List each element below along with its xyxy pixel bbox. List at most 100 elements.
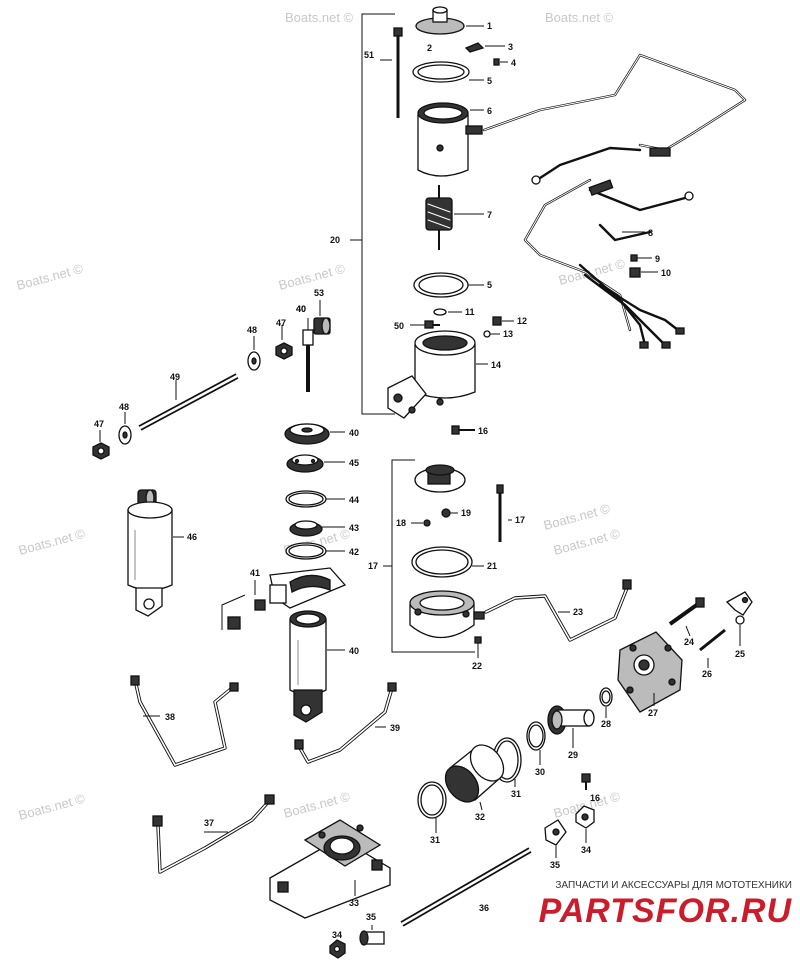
- callout-51: 51: [364, 50, 374, 60]
- part-49-pivot-pin: [138, 373, 239, 431]
- callout-29: 29: [568, 750, 578, 760]
- part-53-bushing: [313, 300, 331, 335]
- part-17-pump-body: [409, 590, 485, 638]
- callout-37: 37: [204, 818, 214, 828]
- part-5-o-ring: [412, 61, 484, 83]
- callout-11: 11: [465, 307, 475, 317]
- watermark: Boats.net ©: [542, 501, 612, 533]
- callout-49: 49: [170, 372, 180, 382]
- part-31b-o-ring: [417, 781, 447, 833]
- callout-39: 39: [390, 723, 400, 733]
- callout-34: 34: [581, 845, 591, 855]
- callout-46: 46: [187, 532, 197, 542]
- part-35b-bushing: [359, 925, 385, 946]
- callout-35b: 35: [366, 912, 376, 922]
- watermark: Boats.net ©: [17, 791, 87, 823]
- callout-34b: 34: [332, 930, 342, 940]
- part-40b-piston: [284, 423, 345, 445]
- callout-21: 21: [487, 561, 497, 571]
- part-29-fitting: [547, 705, 595, 748]
- part-17-pump-top: [414, 464, 466, 493]
- callout-36: 36: [479, 903, 489, 913]
- callout-6: 6: [487, 106, 492, 116]
- part-17-spring: [496, 484, 512, 542]
- callout-4: 4: [511, 58, 516, 68]
- callout-40d: 40: [296, 304, 306, 314]
- callout-31: 31: [511, 789, 521, 799]
- callout-3: 3: [508, 42, 513, 52]
- callout-31b: 31: [430, 835, 440, 845]
- callout-12: 12: [517, 316, 527, 326]
- part-13-ring: [483, 330, 500, 338]
- callout-22: 22: [472, 661, 482, 671]
- callout-13: 13: [503, 329, 513, 339]
- callout-1: 1: [487, 21, 492, 31]
- part-39-tube: [294, 682, 397, 764]
- part-42-o-ring: [285, 542, 345, 560]
- callout-labels: 1 2 3 4 5 6 7 8 9 10 5 11 12 13 14 16 17…: [94, 21, 745, 940]
- part-48-washer: [247, 336, 261, 371]
- callout-30: 30: [535, 767, 545, 777]
- part-51-rod: [380, 27, 403, 118]
- callout-10: 10: [661, 268, 671, 278]
- part-48b-washer: [118, 412, 132, 445]
- part-27-manifold: [617, 631, 683, 713]
- part-14-end-housing: [387, 330, 488, 419]
- part-40c-lower-cylinder: [289, 610, 345, 723]
- watermark: Boats.net ©: [557, 256, 627, 288]
- callout-42: 42: [349, 547, 359, 557]
- part-45-piston-head: [286, 454, 345, 473]
- callout-8: 8: [648, 228, 653, 238]
- part-47b-nut: [92, 430, 110, 460]
- callout-26: 26: [702, 669, 712, 679]
- callout-18: 18: [396, 518, 406, 528]
- part-34b-nut: [329, 939, 346, 959]
- callout-17: 17: [515, 515, 525, 525]
- part-6-motor-frame: [417, 102, 484, 177]
- callout-14: 14: [491, 360, 501, 370]
- part-24-bolt: [668, 597, 705, 637]
- part-5b-o-ring: [413, 272, 484, 298]
- part-19-ball: [441, 508, 458, 518]
- watermark: Boats.net ©: [277, 261, 347, 293]
- callout-32: 32: [475, 812, 485, 822]
- part-43-seal: [289, 520, 345, 537]
- watermark: Boats.net ©: [17, 526, 87, 558]
- part-16b-screw: [581, 773, 591, 790]
- callout-50: 50: [394, 321, 404, 331]
- part-1-end-cap: [415, 6, 484, 35]
- watermark: Boats.net ©: [552, 526, 622, 558]
- group-bracket-17: [383, 459, 475, 653]
- callout-5b: 5: [487, 280, 492, 290]
- callout-7: 7: [487, 210, 492, 220]
- watermark: Boats.net ©: [545, 10, 614, 25]
- group-bracket-20: [350, 13, 395, 415]
- callout-2: 2: [427, 43, 432, 53]
- callout-45: 45: [349, 458, 359, 468]
- part-10-clamp: [629, 267, 658, 278]
- part-22-screw: [474, 636, 482, 658]
- part-40-rod-eye: [302, 318, 314, 392]
- callout-16b: 16: [590, 793, 600, 803]
- part-7-armature: [425, 185, 484, 250]
- callout-33: 33: [349, 898, 359, 908]
- callout-23: 23: [573, 607, 583, 617]
- callout-40b: 40: [349, 428, 359, 438]
- part-9-screw: [630, 254, 652, 262]
- callout-48b: 48: [119, 402, 129, 412]
- part-25-clip: [725, 591, 753, 646]
- brand-logo[interactable]: PARTSFOR.RU: [538, 892, 792, 930]
- callout-17b: 17: [368, 561, 378, 571]
- part-12-plug: [492, 316, 514, 326]
- callout-43: 43: [349, 523, 359, 533]
- part-21-o-ring: [411, 546, 484, 578]
- part-26-screw: [699, 628, 726, 668]
- callout-48: 48: [247, 325, 257, 335]
- callout-35: 35: [550, 860, 560, 870]
- brand-caption: ЗАПЧАСТИ И АКСЕССУАРЫ ДЛЯ МОТОТЕХНИКИ: [555, 880, 792, 891]
- callout-41: 41: [250, 568, 260, 578]
- callout-24: 24: [684, 637, 694, 647]
- callout-28: 28: [601, 719, 611, 729]
- part-47-nut: [275, 325, 293, 360]
